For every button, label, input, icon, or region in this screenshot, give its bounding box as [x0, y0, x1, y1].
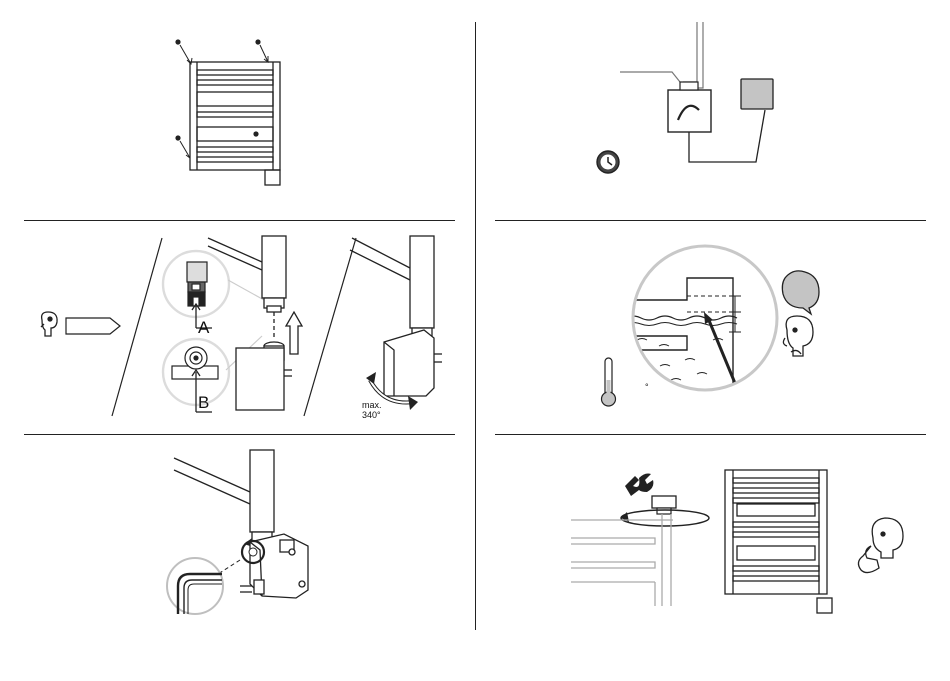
heating-element-box-2	[817, 598, 832, 613]
panel-installation-steps: A B max. 3	[0, 220, 475, 434]
element-cap	[652, 496, 676, 508]
label-a: A	[198, 318, 210, 337]
panel-element-seal-detail	[0, 434, 475, 648]
speech-bubble-icon	[782, 271, 819, 314]
wall-socket-icon	[741, 79, 773, 109]
panel-water-level-check: °	[475, 220, 950, 434]
mount-point-dot	[253, 131, 258, 136]
panel-radiator-mount-points	[0, 0, 475, 220]
mount-point-dot	[175, 135, 180, 140]
thermometer-icon	[602, 358, 616, 406]
controller-box	[668, 90, 711, 132]
label-b: B	[198, 393, 209, 412]
panel-maintenance	[475, 434, 950, 648]
mount-point-dot	[255, 39, 260, 44]
next-step-arrow-icon	[66, 318, 120, 334]
wrench-icon	[625, 474, 653, 497]
heating-element-box	[265, 170, 280, 185]
mount-point-dot	[175, 39, 180, 44]
timer-clock-icon	[597, 151, 619, 173]
thinking-face-icon	[783, 316, 813, 356]
look-face-icon	[41, 312, 57, 336]
thumbs-up-face-icon	[858, 518, 903, 573]
rotation-angle-label: 340°	[362, 410, 381, 420]
seal-detail-circle	[167, 558, 223, 614]
rotation-max-label: max.	[362, 400, 382, 410]
radiator-frame	[190, 62, 280, 170]
panel-controller-connection	[475, 0, 950, 220]
temperature-unit: °	[645, 382, 649, 392]
